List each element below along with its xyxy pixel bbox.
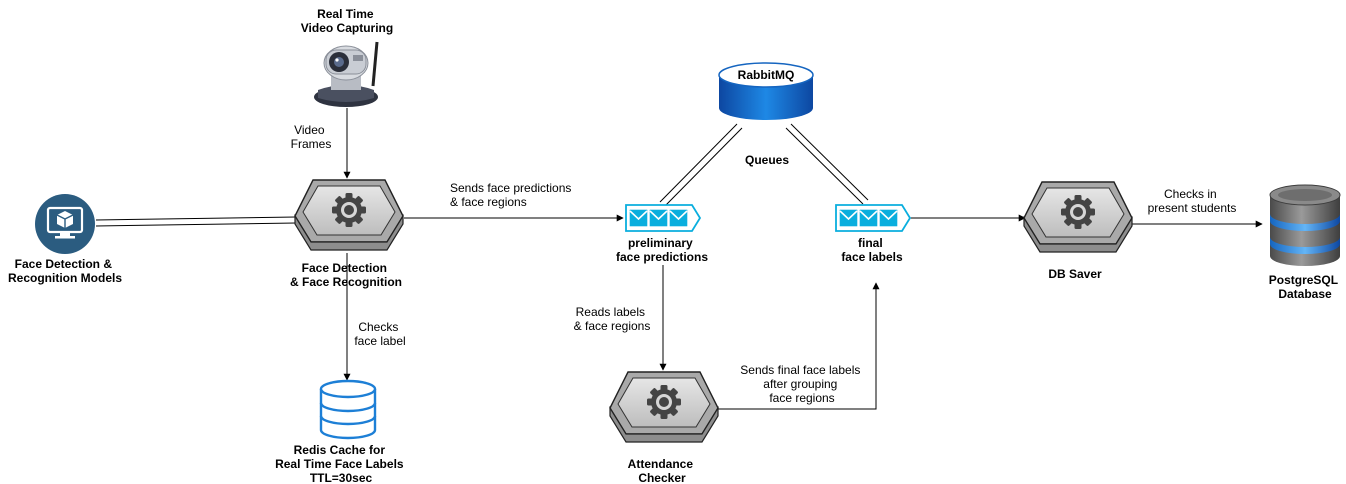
edge-label-line: Sends face predictions — [450, 181, 571, 195]
redis-label-line: TTL=30sec — [310, 471, 373, 484]
preliminary-queue-label-line: face predictions — [616, 250, 708, 264]
edge-label-line: Sends final face labels — [740, 363, 860, 377]
camera-label-line: Video Capturing — [301, 21, 393, 35]
edge-label-line: Checks — [358, 320, 398, 334]
postgres-label-line: Database — [1278, 287, 1332, 301]
camera-node: Real Time Video Capturing — [301, 7, 393, 107]
postgres-node: PostgreSQL Database — [1269, 184, 1341, 301]
message-queue-icon — [625, 204, 701, 232]
camera-icon — [314, 41, 379, 107]
edge-label-line: Frames — [291, 137, 332, 151]
models-label-line: Recognition Models — [8, 271, 122, 285]
gear-processor-icon — [1023, 181, 1133, 253]
attendance-checker-node: Attendance Checker — [609, 371, 719, 484]
rabbitmq-cylinder-icon — [718, 62, 814, 120]
edge-label-line: Video — [294, 123, 325, 137]
edge-label-sends-predictions: Sends face predictions & face regions — [450, 181, 575, 209]
face-detection-label-line: & Face Recognition — [290, 275, 402, 289]
camera-label: Real Time Video Capturing — [301, 7, 393, 35]
attendance-checker-label-line: Attendance — [628, 457, 694, 471]
gear-processor-icon — [294, 179, 404, 251]
preliminary-queue-node: preliminary face predictions — [616, 204, 708, 264]
preliminary-queue-label-line: preliminary — [628, 236, 693, 250]
face-detection-label: Face Detection & Face Recognition — [290, 261, 402, 289]
final-queue-label: final face labels — [841, 236, 903, 264]
edge-label-line: face regions — [769, 391, 834, 405]
gear-processor-icon — [609, 371, 719, 443]
edge-models-link — [95, 216, 297, 227]
final-queue-node: final face labels — [835, 204, 911, 264]
attendance-checker-label-line: Checker — [638, 471, 686, 484]
edge-label-line: face label — [354, 334, 405, 348]
final-queue-label-line: face labels — [841, 250, 903, 264]
postgres-label: PostgreSQL Database — [1269, 273, 1341, 301]
final-queue-label-line: final — [858, 236, 883, 250]
edge-label-checks-face-label: Checks face label — [354, 320, 405, 348]
monitor-cube-icon — [35, 194, 95, 254]
face-detection-label-line: Face Detection — [302, 261, 387, 275]
edge-label-line: after grouping — [763, 377, 837, 391]
edge-label-line: Reads labels — [576, 305, 645, 319]
db-saver-label: DB Saver — [1048, 267, 1102, 281]
models-label-line: Face Detection & — [15, 257, 113, 271]
edge-sends-final — [718, 282, 880, 410]
rabbitmq-node: RabbitMQ — [718, 62, 814, 120]
edge-label-video-frames: Video Frames — [291, 123, 332, 151]
database-icon — [1269, 184, 1341, 266]
camera-label-line: Real Time — [317, 7, 374, 21]
redis-label-line: Redis Cache for — [294, 443, 386, 457]
edges — [95, 108, 1263, 410]
queues-label: Queues — [745, 153, 789, 167]
redis-node: Redis Cache for Real Time Face Labels TT… — [275, 379, 407, 484]
redis-cylinder-icon — [319, 379, 377, 440]
redis-label-line: Real Time Face Labels — [275, 457, 404, 471]
edge-label-checks-in: Checks in present students — [1148, 187, 1237, 215]
redis-label: Redis Cache for Real Time Face Labels TT… — [275, 443, 407, 484]
edge-rabbitmq-preliminary — [659, 123, 743, 207]
preliminary-queue-label: preliminary face predictions — [616, 236, 708, 264]
face-detection-node: Face Detection & Face Recognition — [290, 179, 404, 289]
models-label: Face Detection & Recognition Models — [8, 257, 122, 285]
message-queue-icon — [835, 204, 911, 232]
postgres-label-line: PostgreSQL — [1269, 273, 1338, 287]
edge-label-line: & face regions — [574, 319, 651, 333]
edge-label-line: & face regions — [450, 195, 527, 209]
edge-rabbitmq-final — [785, 123, 869, 205]
models-node: Face Detection & Recognition Models — [8, 194, 122, 285]
rabbitmq-label: RabbitMQ — [738, 68, 795, 82]
db-saver-node: DB Saver — [1023, 181, 1133, 281]
edge-label-sends-final: Sends final face labels after grouping f… — [740, 363, 863, 405]
edge-label-line: Checks in — [1164, 187, 1217, 201]
edge-label-line: present students — [1148, 201, 1237, 215]
attendance-checker-label: Attendance Checker — [628, 457, 697, 484]
edge-label-reads-labels: Reads labels & face regions — [574, 305, 651, 333]
